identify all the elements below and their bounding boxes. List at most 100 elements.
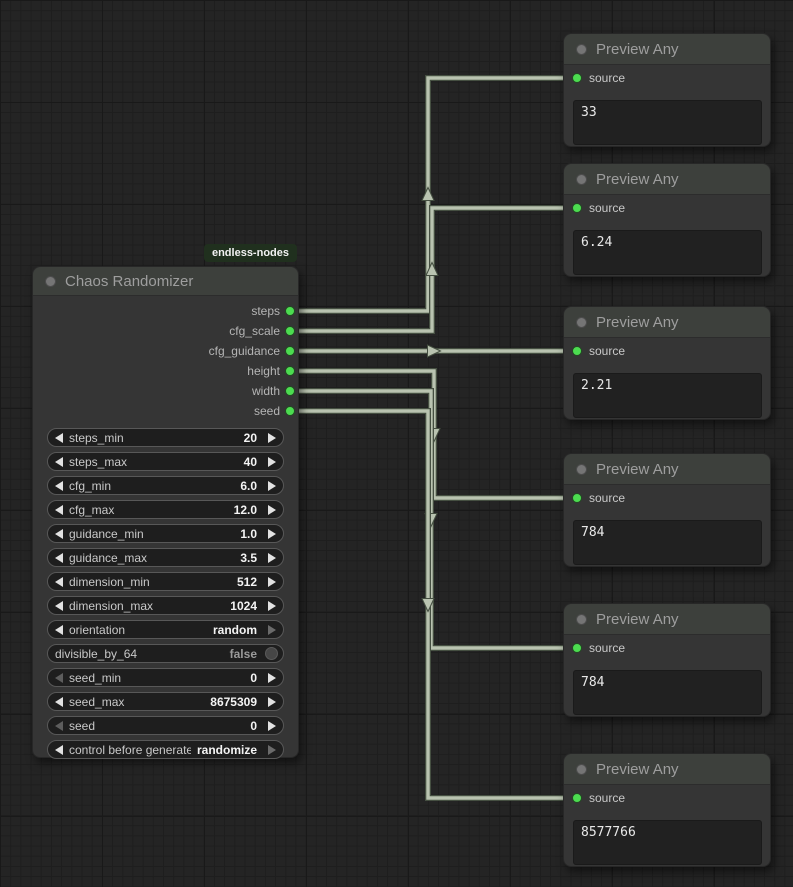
increment-arrow-icon[interactable] bbox=[268, 600, 276, 611]
decrement-arrow-icon[interactable] bbox=[55, 624, 63, 635]
widget-value: 40 bbox=[243, 454, 257, 469]
input-slot-dot-icon[interactable] bbox=[572, 493, 582, 503]
preview-text-box[interactable]: 784 bbox=[573, 520, 762, 565]
output-slot-dot-icon[interactable] bbox=[285, 406, 295, 416]
increment-arrow-icon[interactable] bbox=[268, 624, 276, 635]
widget-label: dimension_min bbox=[69, 574, 150, 589]
increment-arrow-icon[interactable] bbox=[268, 432, 276, 443]
increment-arrow-icon[interactable] bbox=[268, 672, 276, 683]
input-slot-label: source bbox=[589, 71, 626, 85]
input-slot-dot-icon[interactable] bbox=[572, 346, 582, 356]
increment-arrow-icon[interactable] bbox=[268, 480, 276, 491]
increment-arrow-icon[interactable] bbox=[268, 576, 276, 587]
input-slot-row: source bbox=[564, 195, 770, 221]
widget-label: seed_min bbox=[69, 670, 122, 685]
collapse-dot-icon[interactable] bbox=[576, 463, 587, 475]
node-header[interactable]: Preview Any bbox=[564, 604, 770, 635]
widget-seed_min[interactable]: seed_min 0 bbox=[47, 668, 284, 687]
collapse-dot-icon[interactable] bbox=[576, 763, 587, 775]
decrement-arrow-icon[interactable] bbox=[55, 480, 63, 491]
output-slot-row: width bbox=[33, 381, 298, 401]
output-slot-dot-icon[interactable] bbox=[285, 306, 295, 316]
decrement-arrow-icon[interactable] bbox=[55, 720, 63, 731]
preview-text-box[interactable]: 8577766 bbox=[573, 820, 762, 865]
collapse-dot-icon[interactable] bbox=[576, 173, 587, 185]
increment-arrow-icon[interactable] bbox=[268, 552, 276, 563]
input-slot-dot-icon[interactable] bbox=[572, 73, 582, 83]
increment-arrow-icon[interactable] bbox=[268, 696, 276, 707]
input-slot-dot-icon[interactable] bbox=[572, 793, 582, 803]
output-slot-dot-icon[interactable] bbox=[285, 386, 295, 396]
output-slot-row: cfg_scale bbox=[33, 321, 298, 341]
decrement-arrow-icon[interactable] bbox=[55, 504, 63, 515]
output-slot-dot-icon[interactable] bbox=[285, 346, 295, 356]
widget-label: seed bbox=[69, 718, 96, 733]
decrement-arrow-icon[interactable] bbox=[55, 456, 63, 467]
increment-arrow-icon[interactable] bbox=[268, 456, 276, 467]
widget-label: cfg_max bbox=[69, 502, 115, 517]
output-slot-label: height bbox=[247, 364, 280, 378]
preview-text-box[interactable]: 33 bbox=[573, 100, 762, 145]
input-slot-dot-icon[interactable] bbox=[572, 643, 582, 653]
decrement-arrow-icon[interactable] bbox=[55, 696, 63, 707]
preview-any-node[interactable]: Preview Any source 784 bbox=[563, 603, 771, 717]
decrement-arrow-icon[interactable] bbox=[55, 672, 63, 683]
collapse-dot-icon[interactable] bbox=[45, 275, 56, 287]
increment-arrow-icon[interactable] bbox=[268, 744, 276, 755]
preview-text-box[interactable]: 784 bbox=[573, 670, 762, 715]
node-header[interactable]: Preview Any bbox=[564, 454, 770, 485]
widget-label: orientation bbox=[69, 622, 126, 637]
input-slot-row: source bbox=[564, 785, 770, 811]
node-header[interactable]: Preview Any bbox=[564, 34, 770, 65]
node-title: Preview Any bbox=[596, 460, 679, 478]
preview-text-box[interactable]: 6.24 bbox=[573, 230, 762, 275]
output-slot-dot-icon[interactable] bbox=[285, 326, 295, 336]
decrement-arrow-icon[interactable] bbox=[55, 576, 63, 587]
node-header[interactable]: Preview Any bbox=[564, 307, 770, 338]
preview-any-node[interactable]: Preview Any source 33 bbox=[563, 33, 771, 147]
toggle-knob-icon[interactable] bbox=[265, 647, 278, 660]
decrement-arrow-icon[interactable] bbox=[55, 600, 63, 611]
node-header[interactable]: Preview Any bbox=[564, 164, 770, 195]
collapse-dot-icon[interactable] bbox=[576, 613, 587, 625]
input-slot-label: source bbox=[589, 641, 626, 655]
input-slot-dot-icon[interactable] bbox=[572, 203, 582, 213]
output-slot-dot-icon[interactable] bbox=[285, 366, 295, 376]
widget-value: 1.0 bbox=[240, 526, 257, 541]
node-title: Preview Any bbox=[596, 610, 679, 628]
increment-arrow-icon[interactable] bbox=[268, 504, 276, 515]
decrement-arrow-icon[interactable] bbox=[55, 552, 63, 563]
decrement-arrow-icon[interactable] bbox=[55, 432, 63, 443]
increment-arrow-icon[interactable] bbox=[268, 528, 276, 539]
decrement-arrow-icon[interactable] bbox=[55, 528, 63, 539]
decrement-arrow-icon[interactable] bbox=[55, 744, 63, 755]
collapse-dot-icon[interactable] bbox=[576, 316, 587, 328]
output-slot-row: cfg_guidance bbox=[33, 341, 298, 361]
output-slot-label: cfg_scale bbox=[229, 324, 280, 338]
collapse-dot-icon[interactable] bbox=[576, 43, 587, 55]
node-header[interactable]: Chaos Randomizer bbox=[33, 267, 298, 296]
node-header[interactable]: Preview Any bbox=[564, 754, 770, 785]
preview-text-box[interactable]: 2.21 bbox=[573, 373, 762, 418]
widget-value: 0 bbox=[250, 670, 257, 685]
increment-arrow-icon[interactable] bbox=[268, 720, 276, 731]
